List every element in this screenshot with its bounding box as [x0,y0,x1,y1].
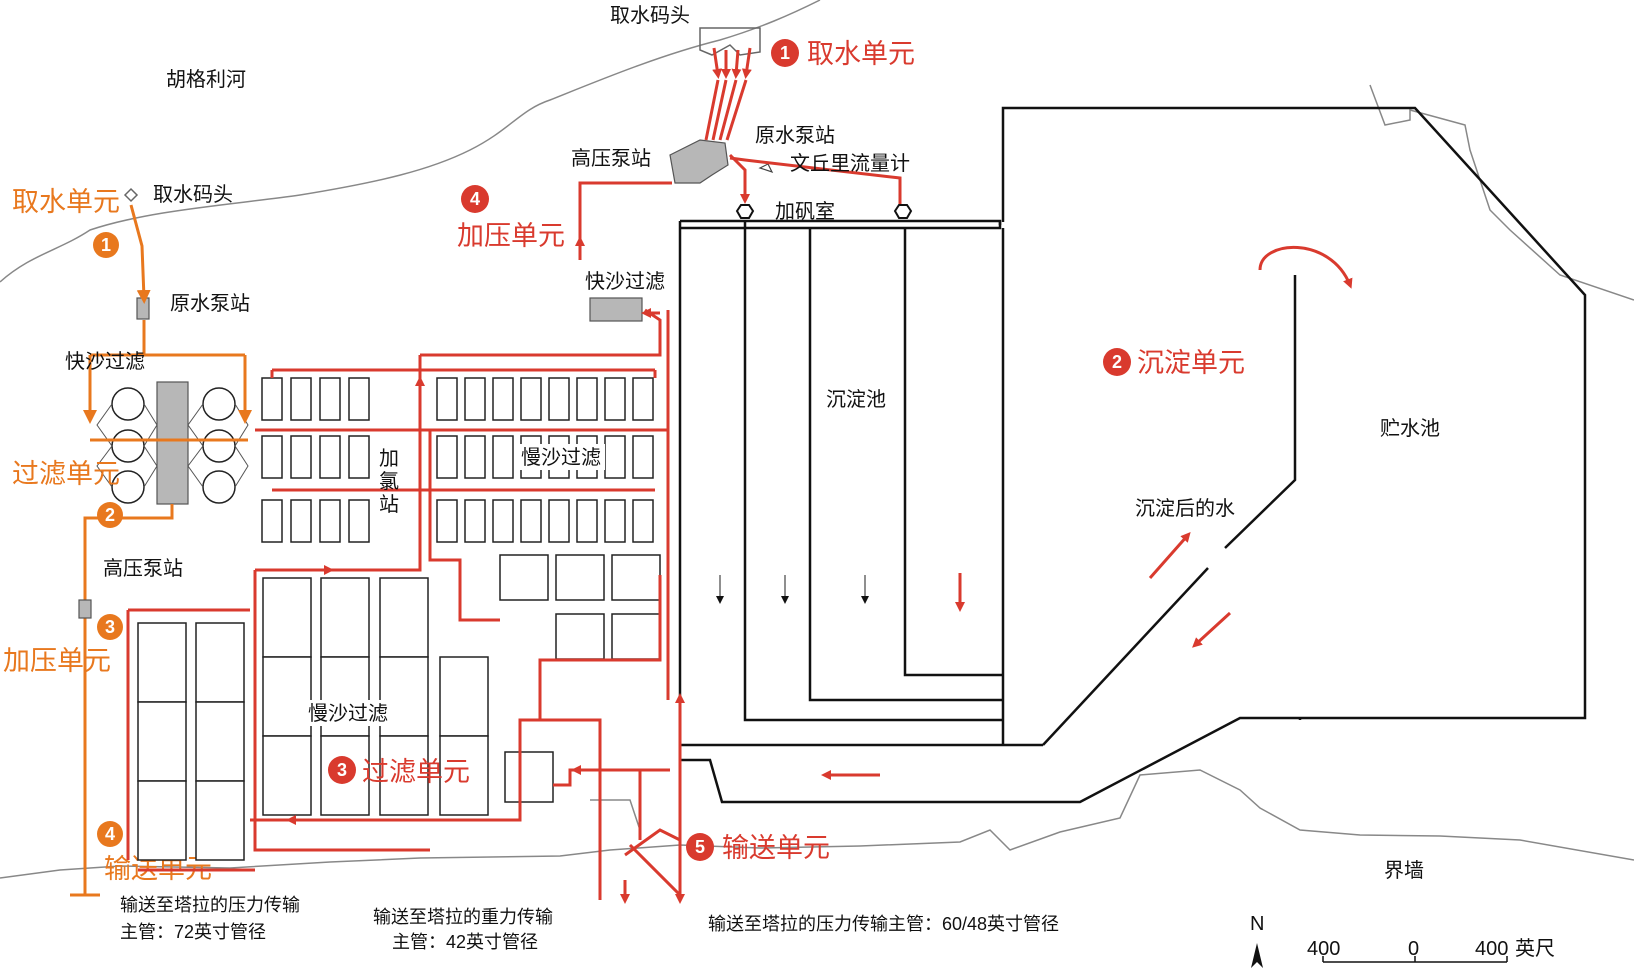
right-badge-2 [1103,348,1131,376]
slow-filter-top-beds [261,377,661,660]
sedimentation-tank-label: 沉淀池 [826,388,886,411]
chlorine-label-1: 加 [379,447,399,470]
right-raw-pump-label: 原水泵站 [755,124,835,147]
left-pressure-unit-label: 加压单元 [3,646,111,676]
left-filter-unit-label: 过滤单元 [12,459,120,489]
left-hp-pump-label: 高压泵站 [103,557,183,580]
left-jetty-icon [123,187,139,203]
right-badge-3 [328,756,356,784]
scale-bar: N 400 0 400 英尺 [1250,913,1555,968]
slow-filter-bottom-beds [137,577,554,861]
sedimentation-tank-outline [678,106,1587,804]
scale-mid: 0 [1408,938,1419,960]
gravity-pipe-line1: 输送至塔拉的重力传输 [373,907,553,927]
right-raw-pump-box [669,139,729,184]
right-badge-4 [461,185,489,213]
gravity-pipe-line2: 主管：42英寸管径 [392,932,538,952]
left-filter-circles [111,387,236,504]
right-rapid-filter-box [589,297,643,322]
right-badge-2-num: 2 [1112,352,1122,372]
right-pressure-unit-label: 加压单元 [457,221,565,251]
left-main-pipe-line1: 输送至塔拉的压力传输 [120,895,300,915]
left-raw-pump-label: 原水泵站 [170,292,250,315]
river-label: 胡格利河 [166,68,246,91]
scale-unit: 英尺 [1515,937,1555,960]
right-rapid-filter-label: 快沙过滤 [585,270,665,293]
venturi-label: 文丘里流量计 [790,152,910,175]
right-sediment-unit-label: 沉淀单元 [1137,348,1245,378]
right-jetty-label: 取水码头 [610,4,690,27]
right-jetty-icon [699,27,761,56]
left-badge-4 [97,821,123,847]
left-badge-4-num: 4 [105,824,115,844]
right-badge-1 [771,39,799,67]
left-raw-pump-box [136,297,150,320]
left-jetty-label: 取水码头 [153,183,233,206]
right-transport-unit-label: 输送单元 [722,833,830,863]
chlorine-label-3: 站 [379,493,399,516]
left-hp-pump-box [78,599,92,619]
right-diagram: 取水码头 1 取水单元 胡格利河 原水泵站 高压泵站 文丘里流量计 加矾室 4 … [126,4,1587,952]
right-badge-3-num: 3 [337,760,347,780]
north-label: N [1250,913,1264,935]
left-rapid-filter-label: 快沙过滤 [65,350,145,373]
river-bank [0,0,1634,879]
north-arrow-icon [1251,943,1263,968]
alum-junction-1 [735,204,755,219]
right-badge-5-num: 5 [695,837,705,857]
left-main-pipe-line2: 主管：72英寸管径 [120,922,266,942]
pressure-pipe-label: 输送至塔拉的压力传输主管：60/48英寸管径 [708,914,1059,934]
right-intake-unit-label: 取水单元 [807,39,915,69]
slow-filter-bottom-label: 慢沙过滤 [308,702,388,725]
left-badge-1-num: 1 [101,235,111,255]
right-badge-1-num: 1 [780,43,790,63]
left-badge-3-num: 3 [105,617,115,637]
settled-water-label: 沉淀后的水 [1135,497,1235,520]
alum-room-label: 加矾室 [775,200,835,223]
left-rapid-filter-block [156,381,189,505]
left-intake-unit-label: 取水单元 [12,187,120,217]
alum-junction-2 [893,204,913,219]
scale-right: 400 [1475,938,1508,960]
boundary-wall-label: 界墙 [1384,859,1424,882]
right-badge-4-num: 4 [470,189,480,209]
right-badge-5 [686,833,714,861]
left-badge-2 [97,502,123,528]
reservoir-label: 贮水池 [1380,417,1440,440]
left-badge-1 [93,232,119,258]
right-filter-unit-label: 过滤单元 [362,757,470,787]
right-hp-pump-label: 高压泵站 [571,147,651,170]
left-badge-2-num: 2 [105,505,115,525]
left-badge-3 [97,614,123,640]
scale-left: 400 [1307,938,1340,960]
slow-filter-top-label: 慢沙过滤 [521,446,601,469]
chlorine-label-2: 氯 [379,470,399,493]
